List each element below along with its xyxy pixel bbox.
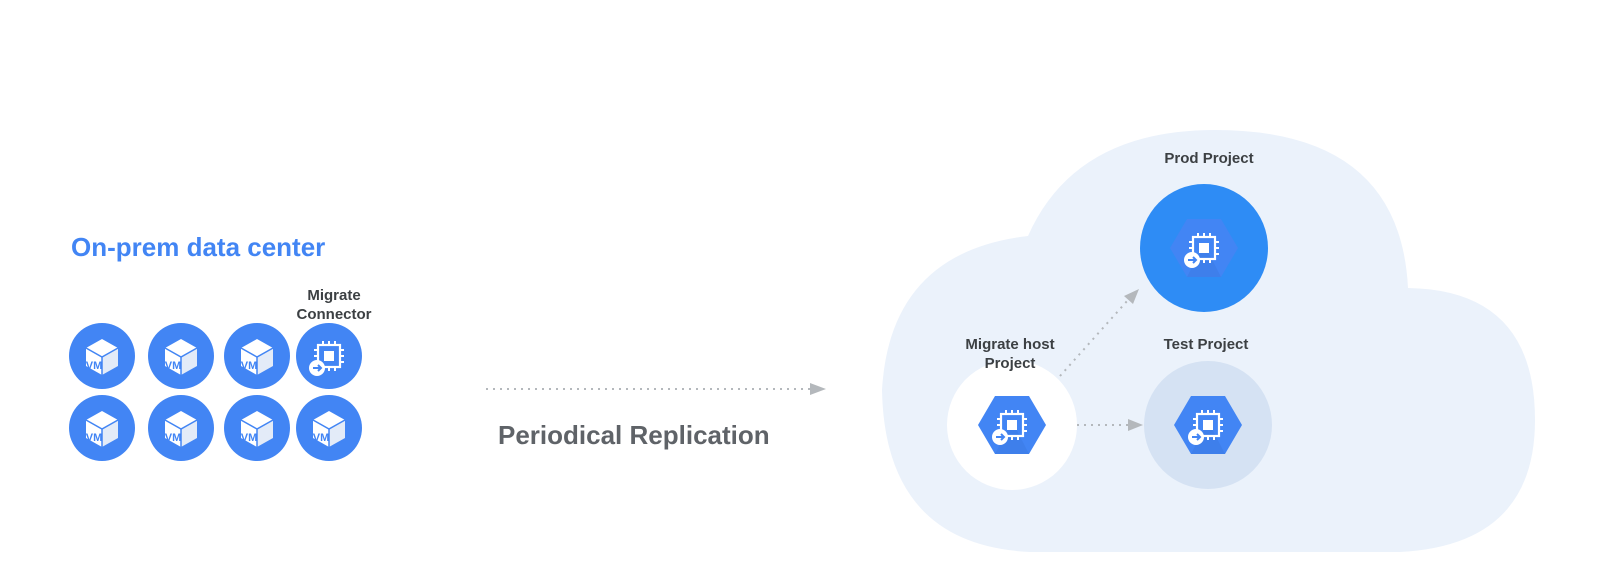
migrate-connector-label: Migrate Connector: [284, 286, 384, 324]
vm-node[interactable]: [69, 323, 135, 389]
vm-node[interactable]: [224, 395, 290, 461]
migrate-host-project-node[interactable]: [947, 360, 1077, 490]
host-label-line2: Project: [984, 355, 1036, 372]
vm-node[interactable]: [148, 323, 214, 389]
host-to-prod-arrow: [1059, 289, 1139, 377]
connector-label-line1: Migrate: [307, 287, 361, 304]
host-label-line1: Migrate host: [965, 336, 1055, 353]
host-to-test-arrow: [1077, 419, 1143, 431]
prod-project-label: Prod Project: [1164, 150, 1254, 167]
onprem-title: On-prem data center: [71, 232, 326, 262]
vm-node[interactable]: [296, 395, 362, 461]
vm-node[interactable]: [224, 323, 290, 389]
replication-arrow: [486, 383, 826, 395]
vm-grid: [69, 323, 362, 461]
connector-label-line2: Connector: [296, 306, 372, 323]
vm-node[interactable]: [148, 395, 214, 461]
replication-label: Periodical Replication: [498, 420, 770, 450]
migrate-host-label: Migrate host Project: [940, 335, 1080, 373]
vm-node[interactable]: [69, 395, 135, 461]
test-project-node[interactable]: [1144, 361, 1272, 489]
prod-project-node[interactable]: [1140, 184, 1268, 312]
migrate-connector-node[interactable]: [296, 323, 362, 389]
test-project-label: Test Project: [1163, 336, 1249, 353]
